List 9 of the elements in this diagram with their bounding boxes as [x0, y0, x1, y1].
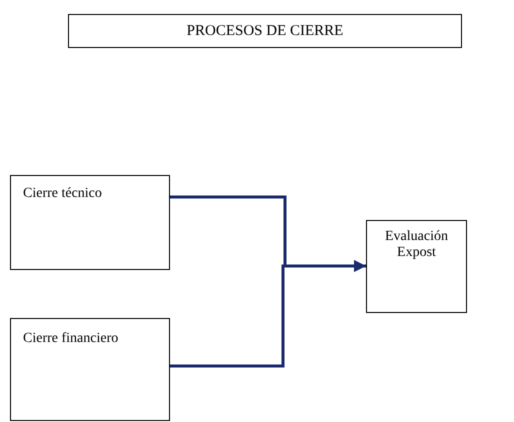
process-label: Cierre financiero: [23, 331, 118, 347]
process-box: [10, 318, 170, 421]
arrow: [170, 260, 366, 368]
title-box: [68, 14, 462, 48]
process-box: [10, 175, 170, 270]
process-label: Cierre técnico: [23, 186, 102, 202]
title-text: PROCESOS DE CIERRE: [186, 23, 344, 40]
process-label: Evaluación Expost: [384, 229, 449, 261]
process-box: [366, 220, 467, 313]
